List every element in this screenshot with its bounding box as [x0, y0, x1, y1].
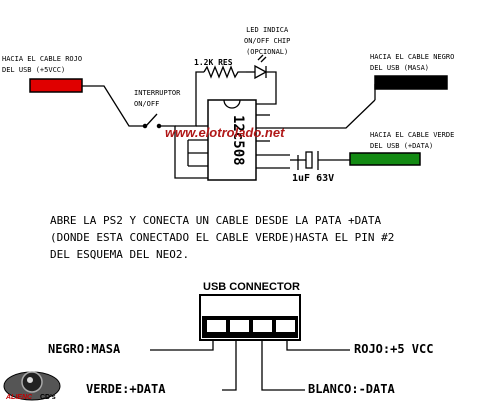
led-to-chip-wire — [256, 71, 277, 105]
alienc-logo — [3, 371, 61, 401]
logo-name: ALIENC — [6, 394, 33, 401]
watermark: www.elotrolado.net — [165, 125, 285, 140]
switch-to-resistor-wire — [175, 71, 204, 127]
chip-body — [207, 99, 257, 181]
usb-connector — [199, 294, 301, 341]
black-cable-label: HACIA EL CABLE NEGRO DEL USB (MASA) — [370, 53, 455, 72]
green-cable-plug — [349, 152, 421, 166]
pin-blanco-line — [261, 340, 305, 391]
ground-wire — [256, 99, 376, 129]
resistor — [203, 65, 246, 79]
led-diode — [254, 64, 268, 80]
pin-verde-label: VERDE:+DATA — [86, 382, 166, 396]
usb-connector-title: USB CONNECTOR — [203, 281, 300, 293]
black-cable-plug — [374, 75, 448, 90]
switch-label: INTERRUPTOR ON/OFF — [134, 89, 181, 108]
led-label: LED INDICA ON/OFF CHIP (OPCIONAL) — [244, 26, 291, 56]
pin-blanco-label: BLANCO:-DATA — [308, 382, 395, 396]
red-cable-plug — [29, 78, 83, 93]
pin-rojo-line — [286, 340, 350, 351]
pin-verde-line — [222, 340, 237, 391]
switch-lever — [145, 113, 158, 127]
pin-negro-line — [150, 340, 214, 351]
instructions-text: ABRE LA PS2 Y CONECTA UN CABLE DESDE LA … — [50, 214, 395, 261]
green-cable-label: HACIA EL CABLE VERDE DEL USB (+DATA) — [370, 131, 455, 150]
logo-suffix: CD's — [40, 394, 56, 401]
capacitor-label: 1uF 63V — [292, 173, 335, 184]
red-cable-label: HACIA EL CABLE ROJO DEL USB (+5VCC) — [2, 55, 83, 74]
pin-negro-label: NEGRO:MASA — [48, 342, 121, 356]
resistor-label: 1.2K RES — [194, 58, 233, 67]
red-wire-line — [82, 85, 143, 127]
pin-rojo-label: ROJO:+5 VCC — [354, 342, 434, 356]
switch-to-chip-wire — [160, 125, 208, 179]
chip-label: 12c508 — [230, 115, 246, 166]
